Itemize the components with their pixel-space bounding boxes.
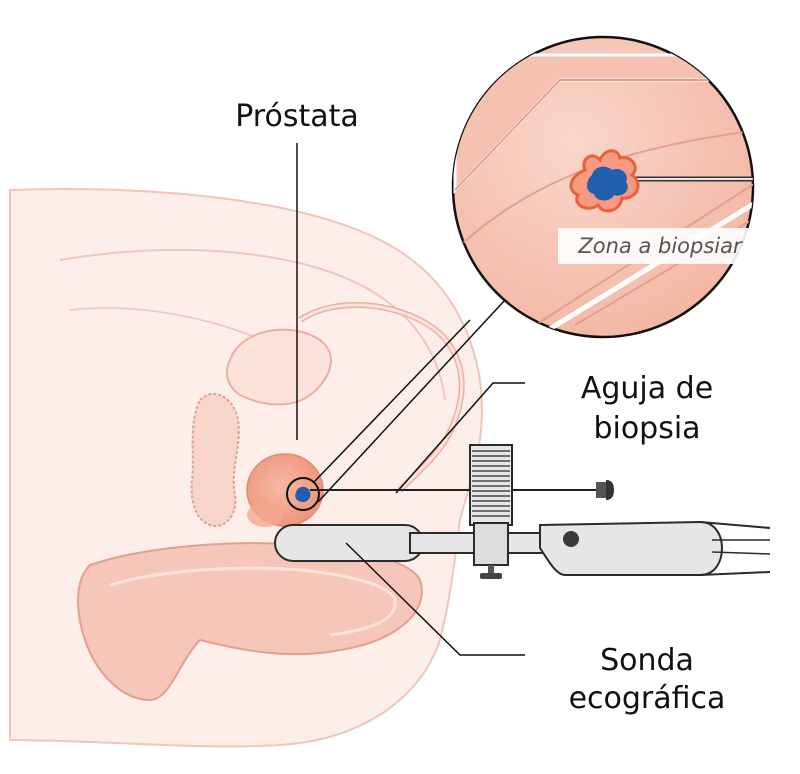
needle-label-line1: Aguja de bbox=[581, 371, 713, 406]
label-leader-lines bbox=[296, 143, 525, 656]
zoom-inset bbox=[451, 35, 762, 339]
target-zone-marker bbox=[286, 477, 320, 511]
zone-label: Zona a biopsiar bbox=[577, 234, 743, 258]
needle-label-line2: biopsia bbox=[593, 411, 700, 446]
needle-guide bbox=[469, 444, 513, 579]
zoom-connector-lines bbox=[313, 299, 506, 503]
pelvis-body bbox=[9, 188, 483, 748]
probe-label-line2: ecográfica bbox=[569, 681, 726, 716]
pubic-bone bbox=[190, 393, 240, 527]
biopsy-needle bbox=[310, 480, 614, 500]
probe-label-line1: Sonda bbox=[600, 643, 694, 678]
prostate-label: Próstata bbox=[235, 99, 359, 134]
ultrasound-probe bbox=[274, 520, 771, 576]
